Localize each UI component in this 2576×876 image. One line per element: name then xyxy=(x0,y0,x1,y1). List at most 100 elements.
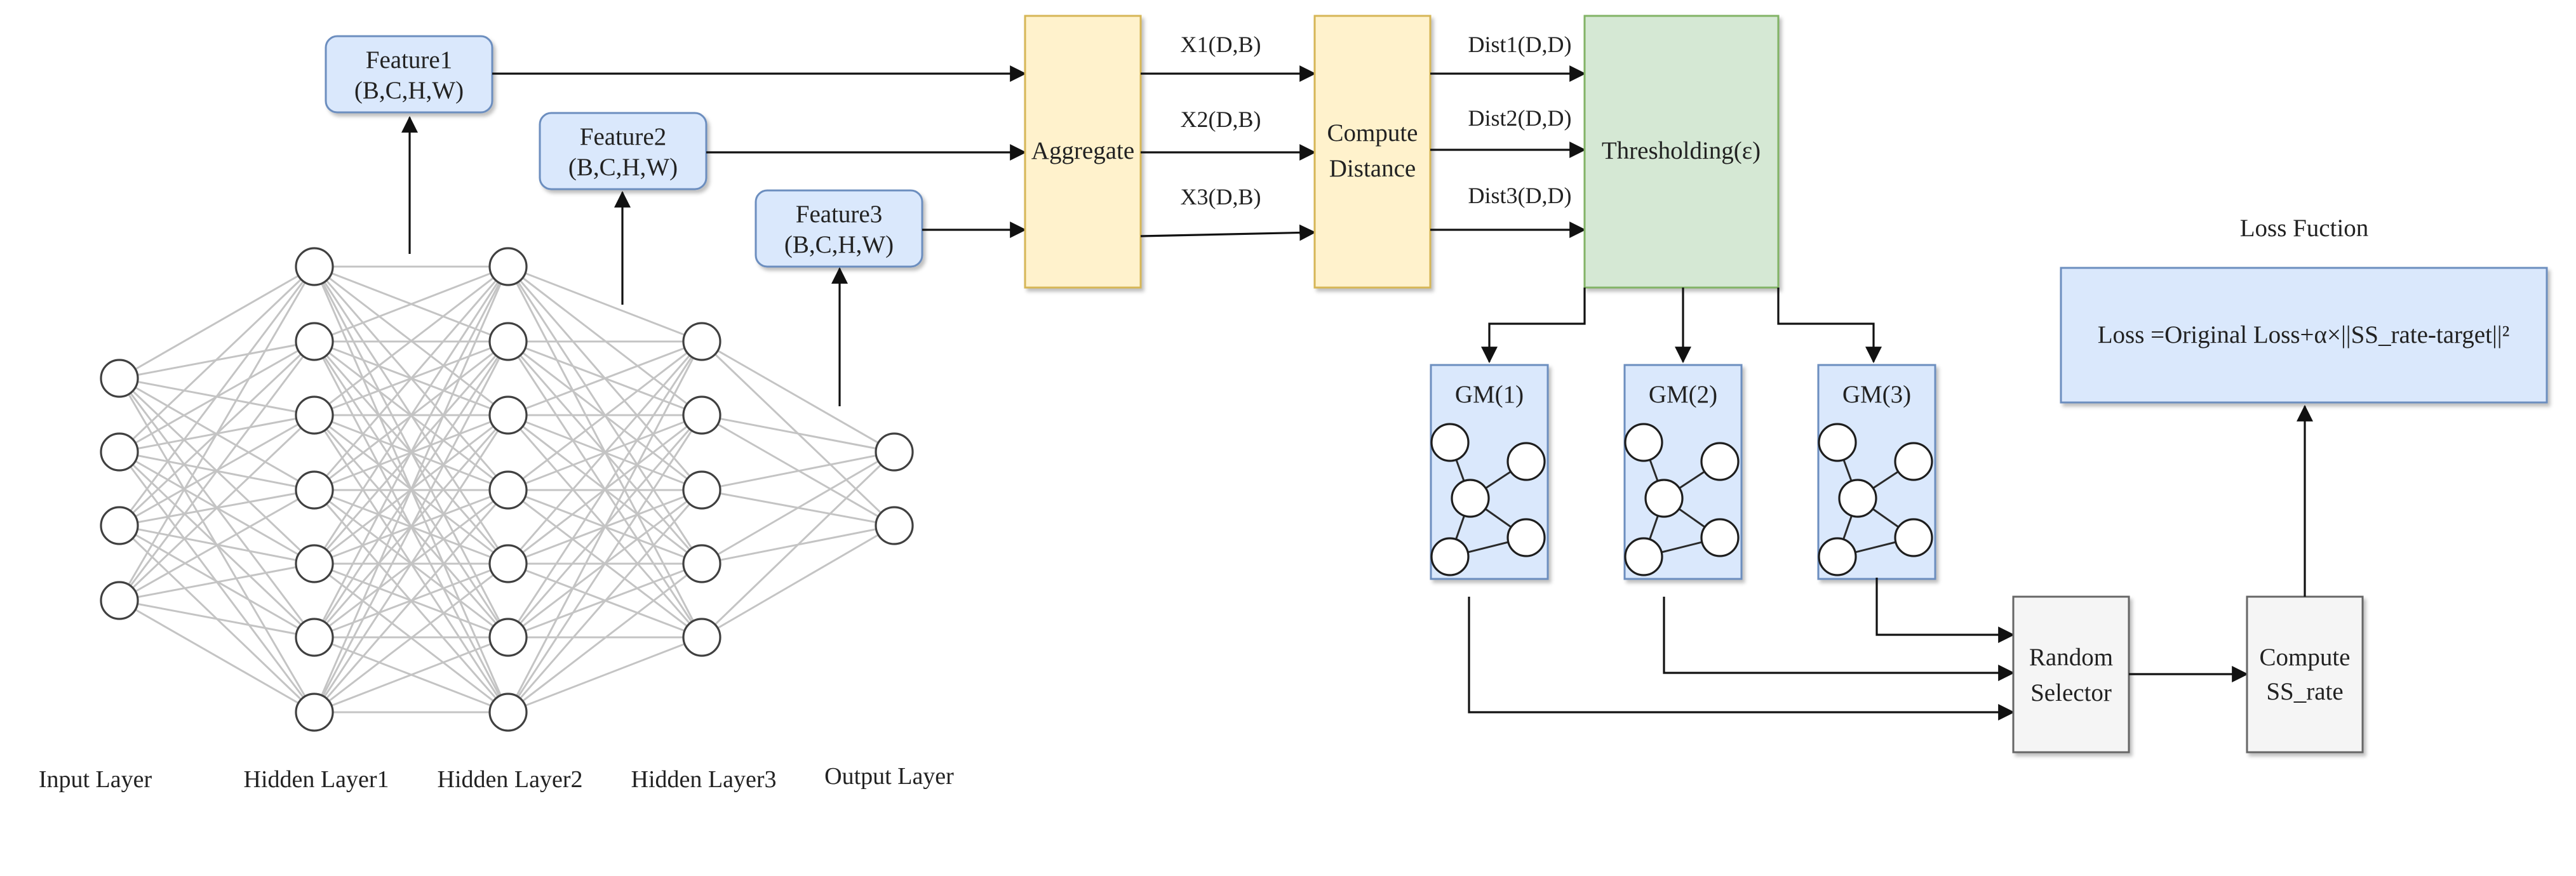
network-edge xyxy=(118,266,316,526)
arrow-gm3-selector xyxy=(1875,578,2015,643)
network-edge xyxy=(507,562,702,713)
network-edge xyxy=(314,265,509,343)
network-node xyxy=(875,432,914,472)
compute-distance-block xyxy=(1313,15,1432,289)
network-edge xyxy=(507,340,702,416)
aggregate-label: Aggregate xyxy=(1031,137,1134,164)
network-node xyxy=(295,544,334,583)
feature-box-2-name: Feature2 xyxy=(580,123,666,150)
label-dist2: Dist2(D,D) xyxy=(1468,105,1572,131)
network-node xyxy=(682,395,721,435)
thresholding-rect xyxy=(1583,15,1780,289)
network-node xyxy=(488,470,528,510)
network-edge xyxy=(701,451,895,491)
network-edge xyxy=(314,562,509,713)
layer-label-hidden3: Hidden Layer3 xyxy=(631,766,777,793)
network-edge xyxy=(701,414,895,453)
network-node xyxy=(295,618,334,657)
network-node xyxy=(488,322,528,361)
gm-node xyxy=(1624,423,1663,462)
loss-rect xyxy=(2060,267,2548,404)
gm-node xyxy=(1644,479,1684,518)
network-edge xyxy=(314,265,509,416)
network-node xyxy=(100,581,139,620)
arrow-threshold-gm3 xyxy=(1777,288,1882,364)
network-edge xyxy=(507,636,702,713)
gm-node xyxy=(1451,479,1490,518)
feature-box-2-rect xyxy=(539,112,708,190)
aggregate-block xyxy=(1024,15,1142,289)
network-node xyxy=(295,470,334,510)
feature-box-3-shape: (B,C,H,W) xyxy=(784,231,894,258)
layer-labels: Input Layer Hidden Layer1 Hidden Layer2 … xyxy=(39,763,954,793)
gm1-label: GM(1) xyxy=(1455,381,1524,408)
feature-box-2-shape: (B,C,H,W) xyxy=(568,154,678,181)
loss-formula: Loss =Original Loss+α×||SS_rate-target||… xyxy=(2098,321,2510,348)
gm-node xyxy=(1700,518,1740,557)
label-dist3: Dist3(D,D) xyxy=(1468,183,1572,208)
gm-node xyxy=(1430,423,1470,462)
layer-label-input: Input Layer xyxy=(39,766,152,793)
network-nodes xyxy=(100,247,914,732)
aggregate-rect xyxy=(1024,15,1142,289)
network-node xyxy=(488,618,528,657)
network-edge xyxy=(118,414,316,602)
network-edge xyxy=(313,266,509,638)
network-node xyxy=(682,618,721,657)
label-x3: X3(D,B) xyxy=(1181,184,1261,209)
random-selector-line2: Selector xyxy=(2030,679,2112,707)
feature-box-3 xyxy=(755,189,923,268)
network-edge xyxy=(507,341,703,638)
network-node xyxy=(295,322,334,361)
arrow-x3 xyxy=(1140,224,1317,241)
gm-node xyxy=(1506,442,1546,481)
loss-box xyxy=(2060,267,2548,404)
compute-ssrate-block xyxy=(2246,595,2364,753)
network-node xyxy=(682,322,721,361)
compute-distance-label-line2: Distance xyxy=(1329,155,1416,182)
label-dist1: Dist1(D,D) xyxy=(1468,32,1572,57)
feature-box-1-shape: (B,C,H,W) xyxy=(354,77,464,104)
feature-box-2 xyxy=(539,112,708,190)
gm-node xyxy=(1894,442,1933,481)
network-edge xyxy=(507,341,703,713)
network-edge xyxy=(507,340,702,491)
gm-node xyxy=(1818,537,1857,576)
gm-node xyxy=(1700,442,1740,481)
gm-node xyxy=(1624,537,1663,576)
network-node xyxy=(682,544,721,583)
network-node xyxy=(488,395,528,435)
network-edge xyxy=(313,266,509,491)
label-x2: X2(D,B) xyxy=(1181,107,1261,132)
arrow-gm1-selector xyxy=(1468,597,2015,720)
network-node xyxy=(488,247,528,286)
network-node xyxy=(488,693,528,732)
arrow-gm2-selector xyxy=(1663,597,2015,681)
network-edge xyxy=(119,599,315,639)
network-node xyxy=(100,432,139,472)
network-edge xyxy=(313,489,509,713)
network-node xyxy=(295,693,334,732)
network-edge xyxy=(701,524,895,639)
label-x1: X1(D,B) xyxy=(1181,32,1261,57)
network-edge xyxy=(118,266,316,601)
network-edge xyxy=(119,489,315,602)
arrow-threshold-gm1 xyxy=(1481,288,1586,364)
compute-ssrate-line2: SS_rate xyxy=(2266,678,2343,705)
network-edge xyxy=(118,341,316,601)
graph-modules xyxy=(1430,364,1936,580)
network-node xyxy=(295,395,334,435)
gm-node xyxy=(1894,518,1933,557)
network-edge xyxy=(118,265,316,453)
network-edge xyxy=(701,451,895,565)
network-node xyxy=(875,506,914,545)
gm-node xyxy=(1430,537,1470,576)
compute-distance-rect xyxy=(1313,15,1432,289)
network-node xyxy=(100,359,139,398)
network-edge xyxy=(313,266,509,713)
network-edge xyxy=(507,415,703,713)
layer-label-output: Output Layer xyxy=(824,763,954,790)
network-connections xyxy=(118,265,896,713)
random-selector-line1: Random xyxy=(2029,644,2113,671)
